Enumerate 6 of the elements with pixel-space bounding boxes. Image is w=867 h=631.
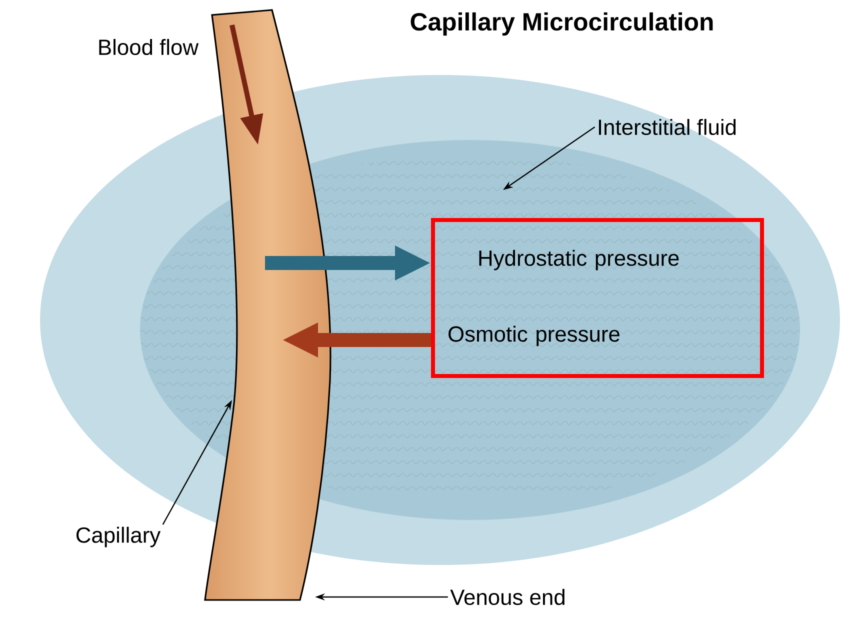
pressure-box: Hydrostatic pressure Osmotic pressure (431, 218, 764, 378)
title: Capillary Microcirculation (410, 12, 713, 36)
callout-label: Interstitial fluid (598, 118, 736, 136)
callout-label: Capillary (76, 526, 161, 548)
callout-label: Venous end (450, 588, 564, 606)
label: Blood flow (99, 38, 199, 56)
